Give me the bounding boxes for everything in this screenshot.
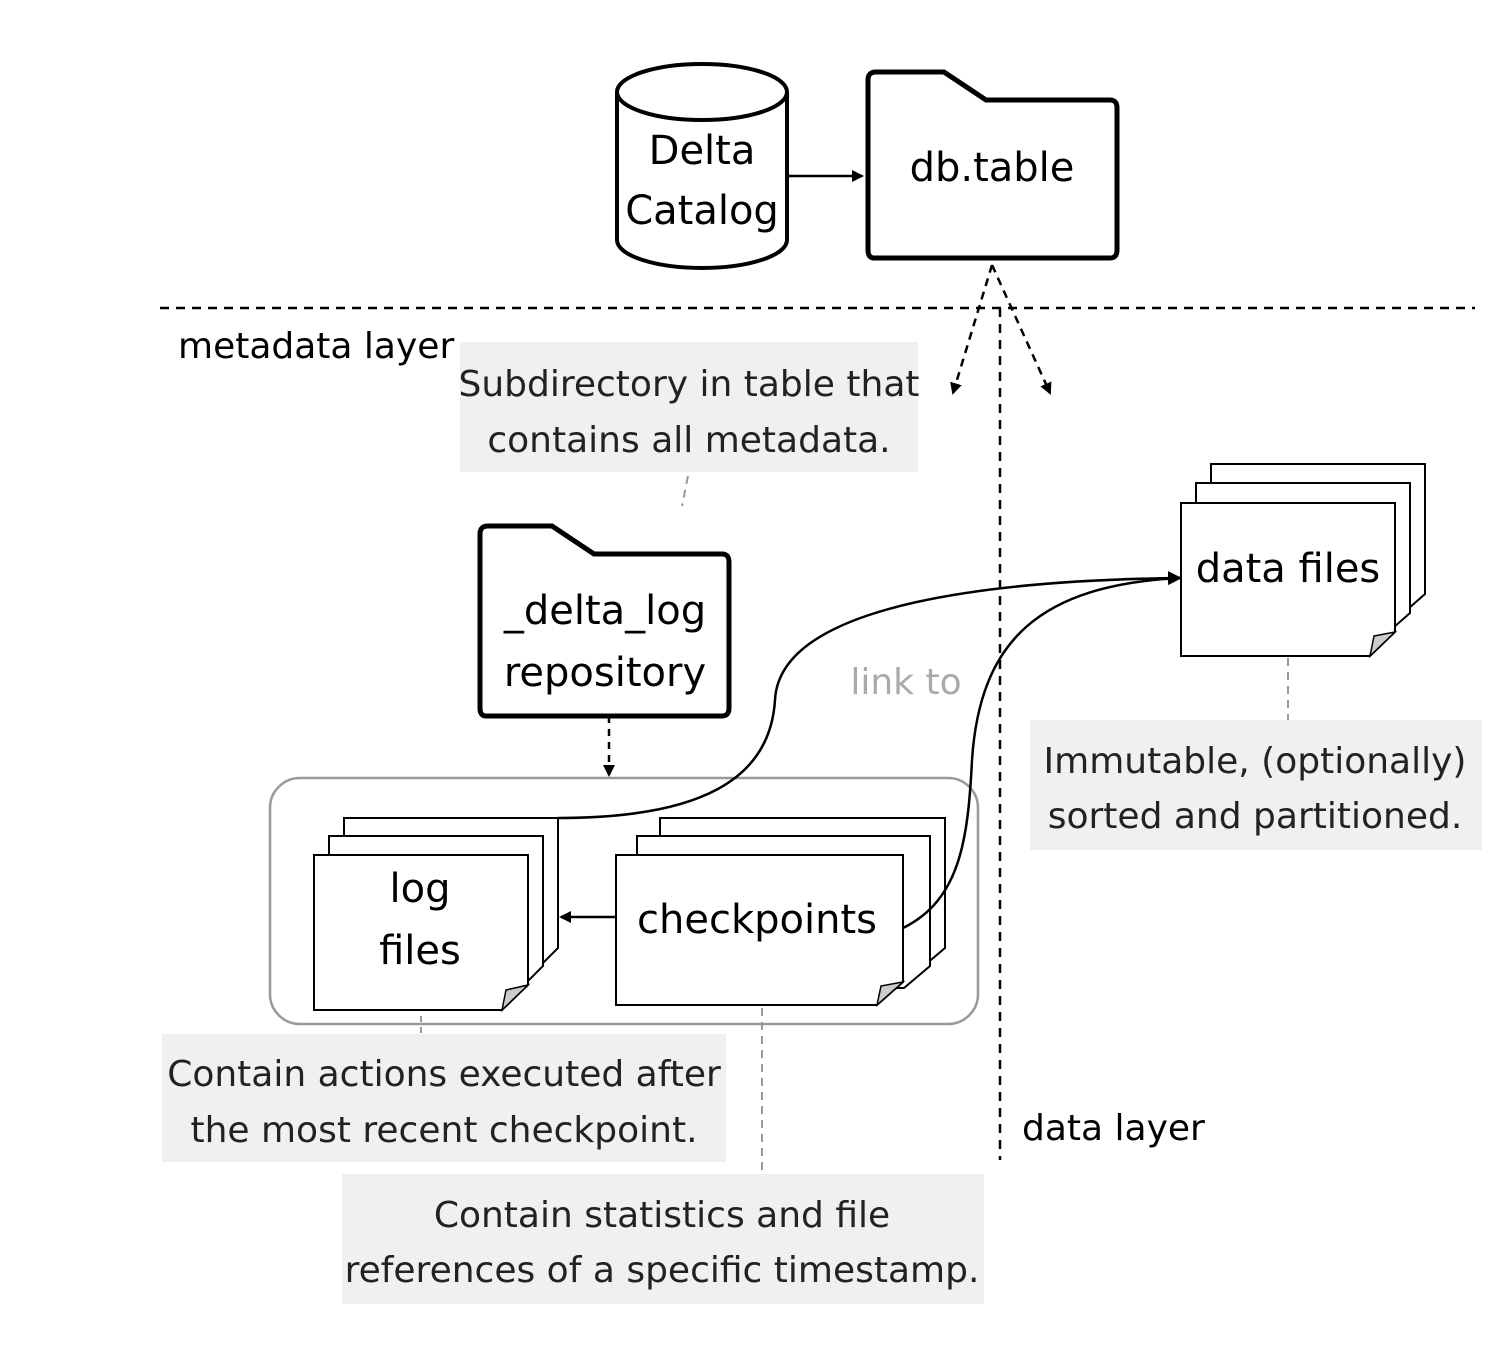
subdirectory-note-connector (681, 475, 689, 507)
log-files-label-line2: files (379, 928, 461, 974)
delta-catalog-label-line2: Catalog (625, 188, 779, 234)
immutable-note-line1: Immutable, (optionally) (1044, 741, 1467, 782)
checkpoints-label: checkpoints (637, 897, 877, 943)
checkpoint-stats-note: Contain statistics and file references o… (342, 1174, 984, 1304)
log-actions-note-line1: Contain actions executed after (167, 1054, 721, 1095)
data-files-label: data files (1196, 546, 1381, 592)
immutable-note-line2: sorted and partitioned. (1048, 796, 1463, 837)
document-stack-icon (615, 817, 946, 1008)
checkpoint-stats-note-line1: Contain statistics and file (434, 1195, 890, 1236)
subdirectory-note-line1: Subdirectory in table that (458, 364, 919, 405)
metadata-layer-label: metadata layer (178, 326, 454, 367)
document-stack-icon (313, 817, 559, 1013)
log-actions-note-line2: the most recent checkpoint. (190, 1110, 697, 1151)
link-to-label: link to (850, 662, 961, 703)
delta-log-label-line1: _delta_log (503, 588, 706, 634)
db-table-node: db.table (865, 69, 1120, 261)
table-to-data-arrow (990, 264, 1052, 395)
delta-log-label-line2: repository (504, 650, 706, 696)
subdirectory-note-line2: contains all metadata. (487, 420, 890, 461)
checkpoints-node: checkpoints (615, 817, 946, 1008)
delta-catalog-node: Delta Catalog (615, 62, 789, 270)
log-files-node: log files (313, 817, 559, 1013)
log-actions-note: Contain actions executed after the most … (162, 1034, 726, 1162)
log-files-link-curve (557, 571, 1182, 820)
delta-log-node: _delta_log repository (477, 523, 732, 719)
folder-icon (477, 523, 732, 719)
subdirectory-note: Subdirectory in table that contains all … (458, 342, 920, 472)
database-cylinder-icon (615, 62, 789, 270)
delta-catalog-label-line1: Delta (649, 128, 756, 174)
immutable-note: Immutable, (optionally) sorted and parti… (1030, 720, 1482, 850)
db-table-label: db.table (910, 145, 1075, 191)
table-to-metadata-arrow (950, 264, 994, 395)
data-layer-label: data layer (1022, 1108, 1205, 1149)
document-stack-icon (1180, 463, 1426, 659)
checkpoint-stats-note-line2: references of a specific timestamp. (345, 1250, 980, 1291)
log-files-label-line1: log (390, 866, 451, 912)
log-group-box (268, 776, 980, 1026)
folder-icon (865, 69, 1120, 261)
data-files-node: data files (1180, 463, 1426, 659)
checkpoints-link-curve (902, 576, 1181, 930)
